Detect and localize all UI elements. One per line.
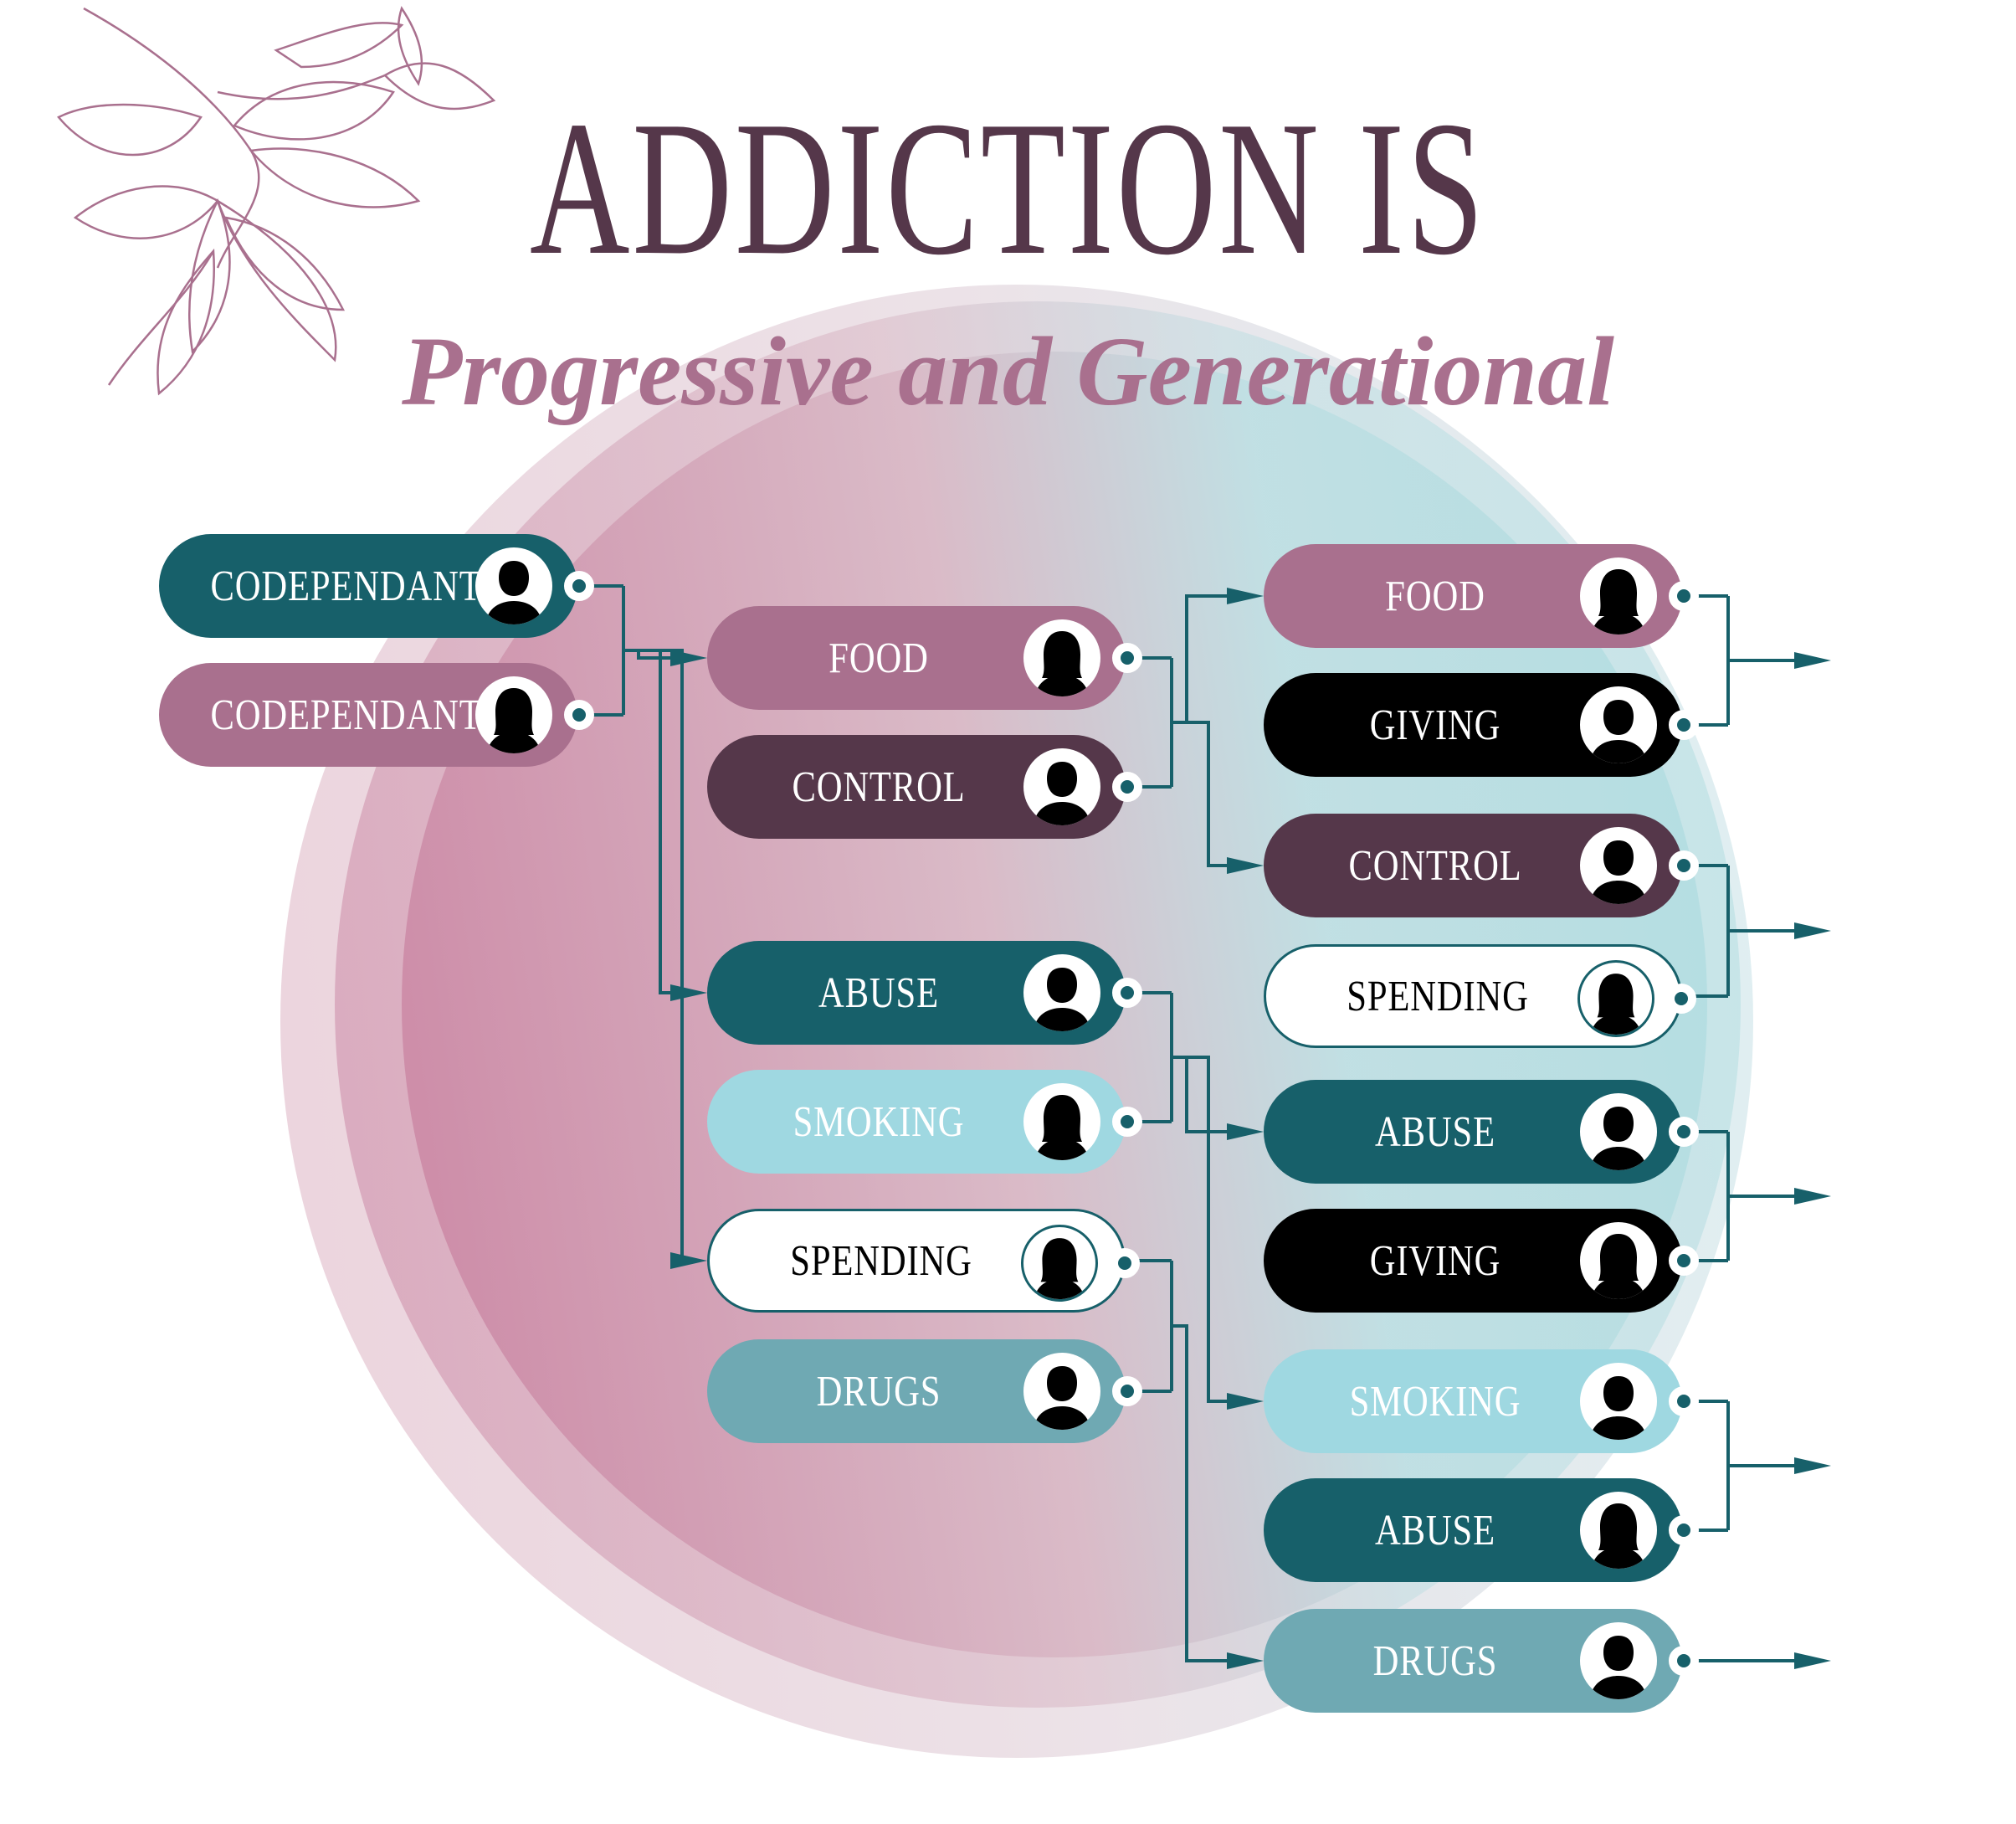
node-label: SMOKING — [1349, 1377, 1521, 1426]
output-arrow — [1794, 1457, 1831, 1474]
node-label: DRUGS — [1372, 1636, 1498, 1685]
flower-illustration — [57, 6, 496, 396]
connector-port — [1112, 978, 1142, 1008]
connector-branch — [623, 649, 684, 1262]
connector-port — [1669, 1515, 1699, 1545]
male-silhouette-icon — [1023, 1353, 1100, 1430]
male-silhouette-icon — [1580, 1363, 1657, 1440]
output-arrow — [1794, 1188, 1831, 1205]
connector-port — [1112, 1376, 1142, 1406]
connector-port — [1669, 1246, 1699, 1276]
male-silhouette-icon — [1023, 748, 1100, 825]
connector-port — [1666, 984, 1696, 1014]
node-gen3-abuse: ABUSE — [1264, 1080, 1699, 1184]
female-silhouette-icon — [1577, 960, 1654, 1037]
node-label: CODEPENDANT — [210, 562, 482, 610]
branch-arrow — [1227, 1123, 1264, 1140]
connector-port — [1112, 772, 1142, 802]
node-gen1-codependant: CODEPENDANT — [159, 663, 594, 767]
connector-branch — [1172, 594, 1227, 724]
node-label: SMOKING — [793, 1097, 965, 1146]
node-label: CONTROL — [1348, 841, 1522, 890]
connector-port — [564, 571, 594, 601]
node-label: ABUSE — [1375, 1506, 1495, 1554]
connector-port — [1110, 1248, 1140, 1278]
male-silhouette-icon — [1023, 954, 1100, 1031]
female-silhouette-icon — [475, 676, 552, 753]
connector-branch — [1172, 1324, 1227, 1662]
node-label: GIVING — [1369, 701, 1501, 749]
connector-branch — [623, 649, 670, 994]
connector-port — [1669, 1117, 1699, 1147]
node-label: CONTROL — [792, 763, 966, 811]
connector-port — [1669, 850, 1699, 881]
page-subtitle: Progressive and Generational — [402, 316, 1614, 426]
connector-port — [564, 700, 594, 730]
node-gen3-drugs: DRUGS — [1264, 1609, 1699, 1713]
connector-port — [1669, 1646, 1699, 1676]
node-gen1-codependant: CODEPENDANT — [159, 534, 594, 638]
node-label: CODEPENDANT — [210, 691, 482, 739]
node-gen3-smoking: SMOKING — [1264, 1349, 1699, 1453]
female-silhouette-icon — [1580, 1222, 1657, 1299]
output-arrow — [1794, 922, 1831, 939]
female-silhouette-icon — [1021, 1225, 1098, 1302]
connector-port — [1112, 643, 1142, 673]
male-silhouette-icon — [475, 547, 552, 624]
page-title: ADDICTION IS — [529, 81, 1487, 295]
connector-branch — [1172, 721, 1227, 867]
node-gen3-abuse: ABUSE — [1264, 1478, 1699, 1582]
branch-arrow — [670, 650, 707, 666]
branch-arrow — [670, 984, 707, 1001]
connector-port — [1669, 1386, 1699, 1416]
node-label: SPENDING — [1347, 972, 1529, 1020]
female-silhouette-icon — [1023, 619, 1100, 696]
female-silhouette-icon — [1023, 1083, 1100, 1160]
node-label: SPENDING — [790, 1236, 972, 1285]
branch-arrow — [1227, 1393, 1264, 1410]
male-silhouette-icon — [1580, 827, 1657, 904]
node-gen3-spending: SPENDING — [1264, 944, 1696, 1048]
female-silhouette-icon — [1580, 1492, 1657, 1569]
male-silhouette-icon — [1580, 1622, 1657, 1699]
node-label: ABUSE — [818, 969, 939, 1017]
connector-branch — [1172, 1056, 1227, 1133]
male-silhouette-icon — [1580, 1093, 1657, 1170]
branch-arrow — [1227, 857, 1264, 874]
node-label: FOOD — [1385, 572, 1485, 620]
node-gen2-drugs: DRUGS — [707, 1339, 1142, 1443]
connector-port — [1669, 581, 1699, 611]
node-gen3-food: FOOD — [1264, 544, 1699, 648]
node-gen2-spending: SPENDING — [707, 1209, 1140, 1313]
node-gen3-control: CONTROL — [1264, 814, 1699, 917]
node-label: GIVING — [1369, 1236, 1501, 1285]
branch-arrow — [670, 1252, 707, 1269]
node-label: ABUSE — [1375, 1107, 1495, 1156]
connector-port — [1112, 1107, 1142, 1137]
male-silhouette-icon — [1580, 686, 1657, 763]
node-gen2-smoking: SMOKING — [707, 1070, 1142, 1174]
node-gen3-giving: GIVING — [1264, 673, 1699, 777]
node-gen2-abuse: ABUSE — [707, 941, 1142, 1045]
female-silhouette-icon — [1580, 557, 1657, 635]
connector-port — [1669, 710, 1699, 740]
branch-arrow — [1227, 588, 1264, 604]
node-gen2-food: FOOD — [707, 606, 1142, 710]
node-gen2-control: CONTROL — [707, 735, 1142, 839]
node-label: DRUGS — [816, 1367, 941, 1416]
node-label: FOOD — [828, 634, 929, 682]
branch-arrow — [1227, 1652, 1264, 1669]
connector-branch — [1172, 1056, 1227, 1403]
output-arrow — [1794, 1652, 1831, 1669]
output-arrow — [1794, 652, 1831, 669]
node-gen3-giving: GIVING — [1264, 1209, 1699, 1313]
